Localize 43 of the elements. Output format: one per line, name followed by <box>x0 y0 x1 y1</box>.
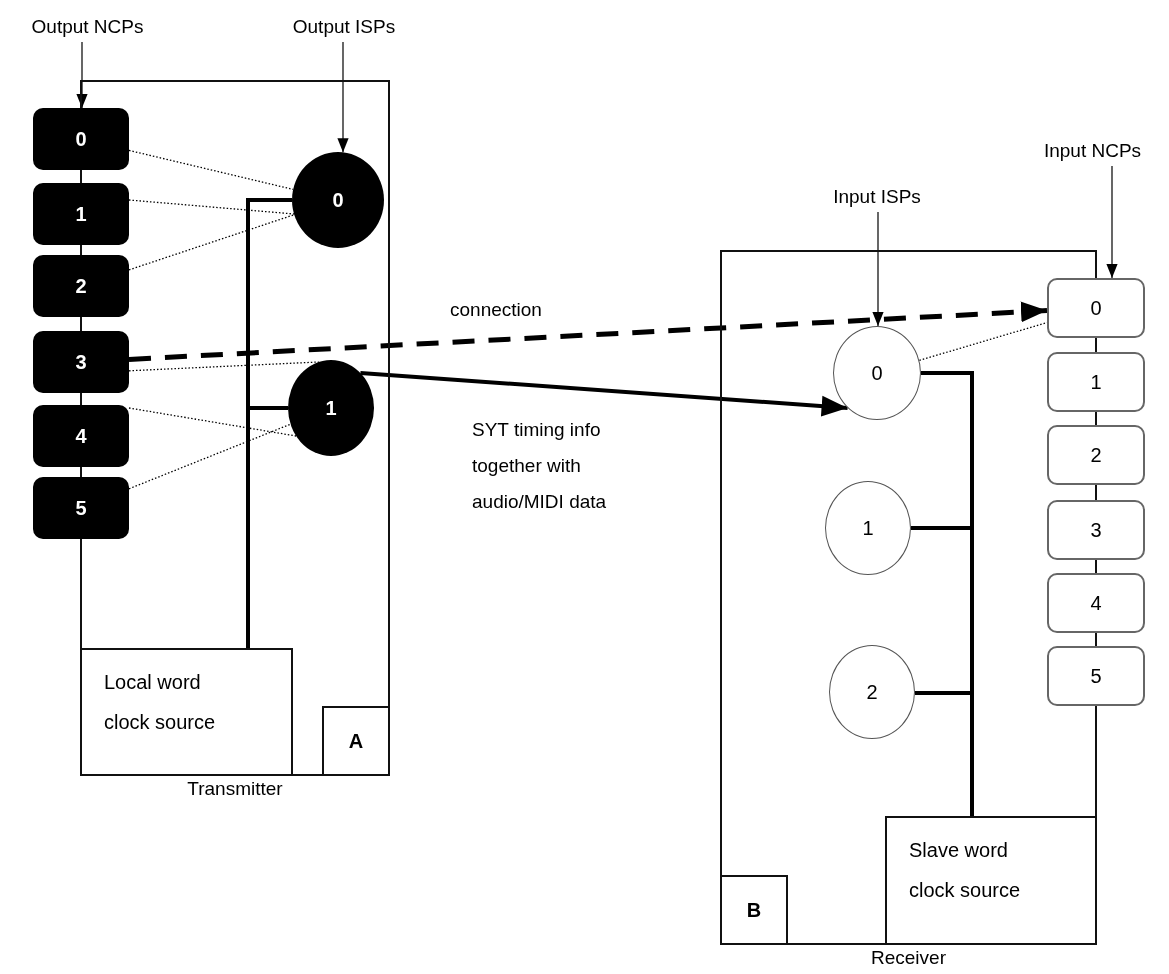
group-label: Input NCPs <box>1030 136 1155 166</box>
port-box: 5 <box>1047 646 1145 706</box>
panel-title: Transmitter <box>186 778 284 800</box>
port-box: 1 <box>1047 352 1145 412</box>
arrow <box>76 41 88 109</box>
dotted-line <box>128 407 297 437</box>
box-text: Local word clock source <box>104 670 217 735</box>
stream-circle: 1 <box>825 481 911 575</box>
clock-source-box <box>80 648 293 776</box>
arrow <box>1106 165 1118 279</box>
dotted-line <box>128 214 295 271</box>
dotted-line <box>918 321 1048 362</box>
box-text: Slave word clock source <box>909 838 1022 903</box>
port-box: 3 <box>1047 500 1145 560</box>
port-box: 0 <box>1047 278 1145 338</box>
dashed-arrow <box>128 301 1048 362</box>
group-label: Input ISPs <box>812 182 942 212</box>
wire-line <box>915 691 974 816</box>
arrow <box>337 41 349 153</box>
device-tag-box: A <box>322 706 390 776</box>
port-box: 4 <box>1047 573 1145 633</box>
clock-source-box <box>885 816 1097 945</box>
port-box: 2 <box>33 255 129 317</box>
dotted-line <box>128 423 292 490</box>
port-box: 1 <box>33 183 129 245</box>
stream-circle: 0 <box>292 152 384 248</box>
stream-circle: 2 <box>829 645 915 739</box>
port-box: 4 <box>33 405 129 467</box>
dotted-line <box>128 149 294 191</box>
device-tag-box: B <box>720 875 788 945</box>
port-box: 2 <box>1047 425 1145 485</box>
group-label: Output NCPs <box>10 12 165 42</box>
wire-line <box>246 406 288 648</box>
arrow <box>872 211 884 327</box>
port-box: 0 <box>33 108 129 170</box>
port-box: 5 <box>33 477 129 539</box>
dotted-line <box>128 199 295 215</box>
panel-title: Receiver <box>870 947 947 969</box>
stream-circle: 0 <box>833 326 921 420</box>
port-box: 3 <box>33 331 129 393</box>
arrow <box>360 371 848 417</box>
stream-circle: 1 <box>288 360 374 456</box>
group-label: Output ISPs <box>283 12 405 42</box>
